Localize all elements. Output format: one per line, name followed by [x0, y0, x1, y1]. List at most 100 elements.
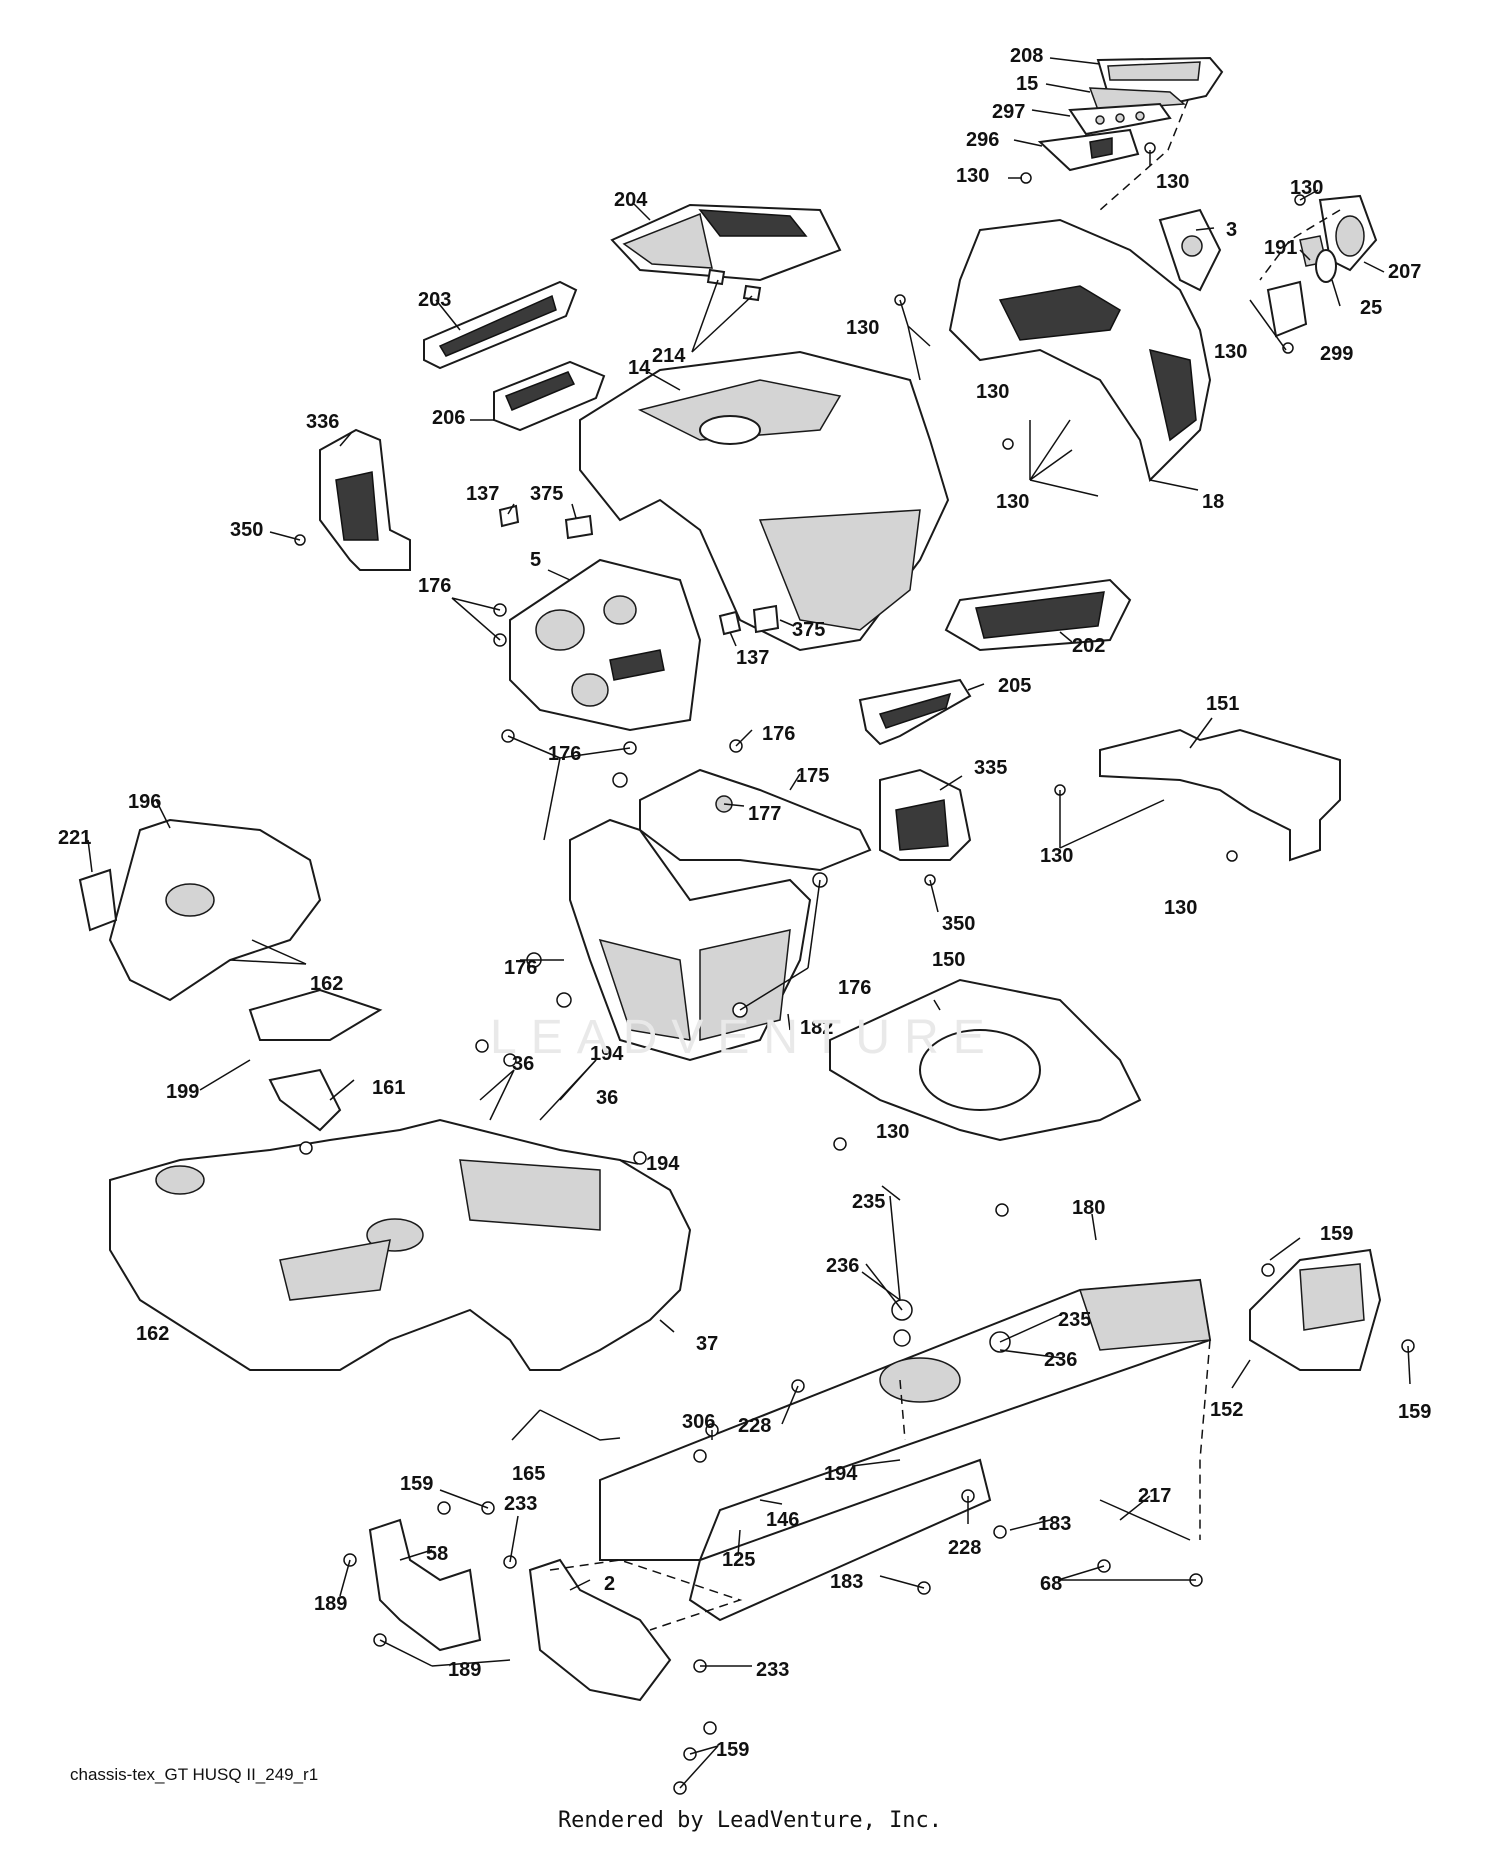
- callout-175: 175: [796, 765, 829, 787]
- callout-159: 159: [400, 1473, 433, 1495]
- callout-137: 137: [736, 647, 769, 669]
- callout-15: 15: [1016, 73, 1038, 95]
- watermark-text: LEADVENTURE: [490, 1011, 999, 1064]
- callout-176: 176: [548, 743, 581, 765]
- part-299-socket: [1266, 280, 1308, 338]
- callout-14: 14: [628, 357, 651, 379]
- part-18-front-bumper: [948, 218, 1212, 482]
- credit-line: Rendered by LeadVenture, Inc.: [557, 1808, 943, 1833]
- leader-lines: [87, 57, 1411, 1789]
- callout-150: 150: [932, 949, 965, 971]
- callout-228: 228: [948, 1537, 981, 1559]
- callout-130: 130: [1290, 177, 1323, 199]
- part-175-support: [639, 768, 872, 872]
- callout-203: 203: [418, 289, 451, 311]
- callout-36: 36: [596, 1087, 618, 1109]
- callout-130: 130: [956, 165, 989, 187]
- callout-130: 130: [976, 381, 1009, 403]
- drawing-code: chassis-tex_GT HUSQ II_249_r1: [70, 1765, 319, 1784]
- callout-3: 3: [1226, 219, 1237, 241]
- callout-125: 125: [722, 1549, 755, 1571]
- callout-130: 130: [1040, 845, 1073, 867]
- part-161-trim: [268, 1068, 342, 1132]
- part-203-grille: [423, 280, 578, 370]
- callout-159: 159: [1320, 1223, 1353, 1245]
- part-14-hood: [579, 350, 950, 652]
- callout-228: 228: [738, 1415, 771, 1437]
- part-137-clip-b: [718, 610, 742, 636]
- part-165-rod: [539, 1409, 621, 1441]
- callout-25: 25: [1360, 297, 1382, 319]
- part-151-bracket: [1099, 728, 1341, 862]
- part-37-footrest: [109, 1118, 692, 1371]
- callout-176: 176: [504, 957, 537, 979]
- callout-36: 36: [512, 1053, 534, 1075]
- callout-236: 236: [826, 1255, 859, 1277]
- callout-194: 194: [824, 1463, 858, 1485]
- callout-202: 202: [1072, 635, 1105, 657]
- part-182-console: [569, 818, 812, 1062]
- part-3-headlight-bracket: [1158, 208, 1222, 292]
- callout-206: 206: [432, 407, 465, 429]
- part-150-pan: [829, 978, 1142, 1142]
- callout-183: 183: [830, 1571, 863, 1593]
- part-221-decal: [78, 868, 118, 932]
- callout-236: 236: [1044, 1349, 1077, 1371]
- part-214-knobs: [706, 268, 762, 302]
- callout-233: 233: [504, 1493, 537, 1515]
- part-180-frame: [599, 1278, 1212, 1622]
- part-335-side-panel: [879, 768, 972, 861]
- callout-375: 375: [530, 483, 563, 505]
- callout-214: 214: [652, 345, 686, 367]
- callout-130: 130: [876, 1121, 909, 1143]
- part-375-pad: [564, 514, 594, 540]
- callout-189: 189: [448, 1659, 481, 1681]
- callout-159: 159: [1398, 1401, 1431, 1423]
- callout-5: 5: [530, 549, 541, 571]
- callout-350: 350: [230, 519, 263, 541]
- part-58-bracket: [368, 1518, 482, 1652]
- part-375-pad-b: [752, 604, 780, 634]
- part-5-dash-panel: [509, 558, 702, 732]
- callout-130: 130: [1164, 897, 1197, 919]
- callout-221: 221: [58, 827, 91, 849]
- callout-162: 162: [136, 1323, 169, 1345]
- callout-137: 137: [466, 483, 499, 505]
- callout-130: 130: [996, 491, 1029, 513]
- part-202-grille: [944, 578, 1132, 652]
- callout-306: 306: [682, 1411, 715, 1433]
- callout-161: 161: [372, 1077, 405, 1099]
- callout-375: 375: [792, 619, 825, 641]
- part-207-headlight-housing: [1318, 194, 1378, 272]
- part-296-bracket: [1037, 128, 1140, 172]
- part-336-side-panel: [319, 428, 411, 571]
- callout-189: 189: [314, 1593, 347, 1615]
- callout-182: 182: [800, 1017, 833, 1039]
- callout-297: 297: [992, 101, 1025, 123]
- callout-204: 204: [614, 189, 648, 211]
- callout-335: 335: [974, 757, 1007, 779]
- callout-152: 152: [1210, 1399, 1243, 1421]
- callout-296: 296: [966, 129, 999, 151]
- callout-130: 130: [1214, 341, 1247, 363]
- callout-194: 194: [590, 1043, 624, 1065]
- callout-205: 205: [998, 675, 1031, 697]
- callout-176: 176: [418, 575, 451, 597]
- part-217-rod: [1099, 1499, 1191, 1541]
- part-204-hood-top: [610, 203, 842, 282]
- part-199-plate: [248, 988, 383, 1041]
- callout-217: 217: [1138, 1485, 1171, 1507]
- callout-130: 130: [846, 317, 879, 339]
- callout-183: 183: [1038, 1513, 1071, 1535]
- callout-336: 336: [306, 411, 339, 433]
- callout-165: 165: [512, 1463, 545, 1485]
- callout-162: 162: [310, 973, 343, 995]
- part-137-clip: [498, 504, 520, 528]
- callout-233: 233: [756, 1659, 789, 1681]
- callout-labels: 208 15 297 296 130 130 3 130 207 191 25 …: [58, 45, 1431, 1761]
- callout-207: 207: [1388, 261, 1421, 283]
- callout-235: 235: [852, 1191, 885, 1213]
- callout-146: 146: [766, 1509, 799, 1531]
- part-25-lamp: [1315, 249, 1337, 283]
